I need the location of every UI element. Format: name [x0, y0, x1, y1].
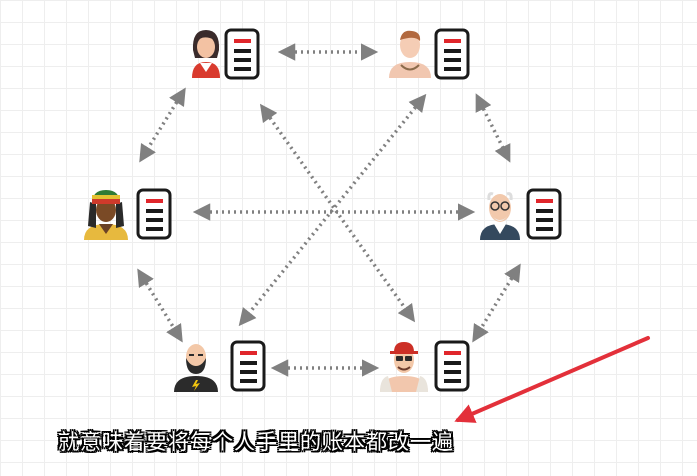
- node-man-red-cap-sunglasses: [380, 340, 470, 392]
- ledger-icon: [434, 340, 470, 392]
- node-man-rasta-hat: [84, 188, 172, 240]
- ledger-icon: [230, 340, 266, 392]
- edge-necklace-oldman: [475, 93, 511, 163]
- edge-woman-rasta: [139, 87, 186, 163]
- ledger-icon: [526, 188, 562, 240]
- ledger-icon: [224, 28, 260, 80]
- edge-necklace-bearded: [238, 93, 427, 327]
- ledger-icon: [136, 188, 172, 240]
- node-old-man-glasses: [480, 188, 562, 240]
- node-man-with-necklace: [389, 28, 470, 80]
- red-cap-man-avatar-icon: [380, 342, 428, 392]
- red-pointer-arrow: [454, 336, 650, 423]
- woman-avatar-icon: [192, 30, 220, 78]
- edge-oldman-redcap: [472, 263, 521, 343]
- node-woman-red-jacket: [192, 28, 260, 80]
- ledger-icon: [434, 28, 470, 80]
- old-man-avatar-icon: [480, 192, 520, 240]
- rasta-avatar-icon: [84, 190, 128, 240]
- subtitle-caption: 就意味着要将每个人手里的账本都改一遍: [58, 430, 454, 454]
- edge-rasta-bearded: [137, 268, 183, 343]
- man-necklace-avatar-icon: [389, 30, 431, 78]
- bearded-man-avatar-icon: [174, 344, 218, 392]
- node-bearded-man-black-shirt: [174, 340, 266, 392]
